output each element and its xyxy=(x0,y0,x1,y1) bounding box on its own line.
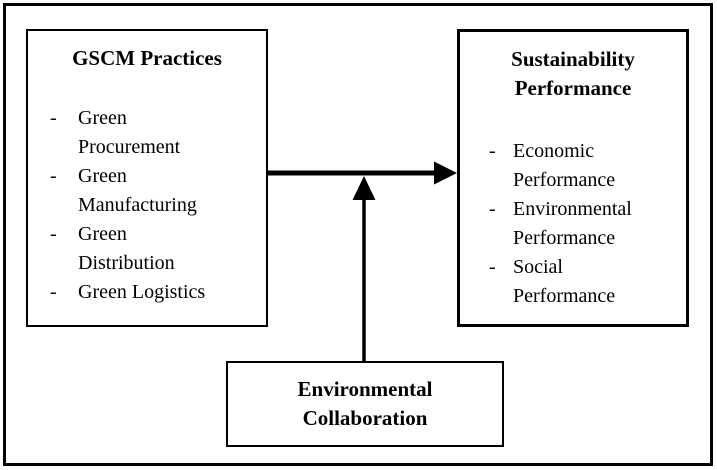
list-item: - Social Performance xyxy=(489,253,686,311)
list-item-label: Economic Performance xyxy=(513,140,616,191)
list-item: - Green Manufacturing xyxy=(50,162,266,220)
environmental-collaboration-title: Environmental Collaboration xyxy=(297,377,433,430)
gscm-practices-title: GSCM Practices xyxy=(72,46,222,70)
bullet-dash: - xyxy=(489,256,496,278)
gscm-practices-box: GSCM Practices - Green Procurement - Gre… xyxy=(26,29,268,327)
gscm-practices-list: - Green Procurement - Green Manufacturin… xyxy=(28,104,266,307)
list-item: - Economic Performance xyxy=(489,137,686,195)
sustainability-performance-title: Sustainability Performance xyxy=(511,47,635,100)
bullet-dash: - xyxy=(489,198,496,220)
list-item-label: Green Logistics xyxy=(78,281,206,303)
list-item: - Green Logistics xyxy=(50,278,266,307)
outer-frame xyxy=(3,3,713,466)
bullet-dash: - xyxy=(50,223,57,245)
list-item-label: Environmental Performance xyxy=(513,198,632,249)
bullet-dash: - xyxy=(50,281,57,303)
list-item: - Green Procurement xyxy=(50,104,266,162)
sustainability-performance-list: - Economic Performance - Environmental P… xyxy=(460,137,686,311)
list-item-label: Green Distribution xyxy=(78,223,175,274)
list-item: - Environmental Performance xyxy=(489,195,686,253)
list-item-label: Green Procurement xyxy=(78,107,181,158)
bullet-dash: - xyxy=(50,107,57,129)
sustainability-performance-box: Sustainability Performance - Economic Pe… xyxy=(457,29,689,327)
list-item-label: Social Performance xyxy=(513,256,616,307)
bullet-dash: - xyxy=(50,165,57,187)
bullet-dash: - xyxy=(489,140,496,162)
list-item: - Green Distribution xyxy=(50,220,266,278)
environmental-collaboration-box: Environmental Collaboration xyxy=(226,361,504,447)
list-item-label: Green Manufacturing xyxy=(78,165,197,216)
